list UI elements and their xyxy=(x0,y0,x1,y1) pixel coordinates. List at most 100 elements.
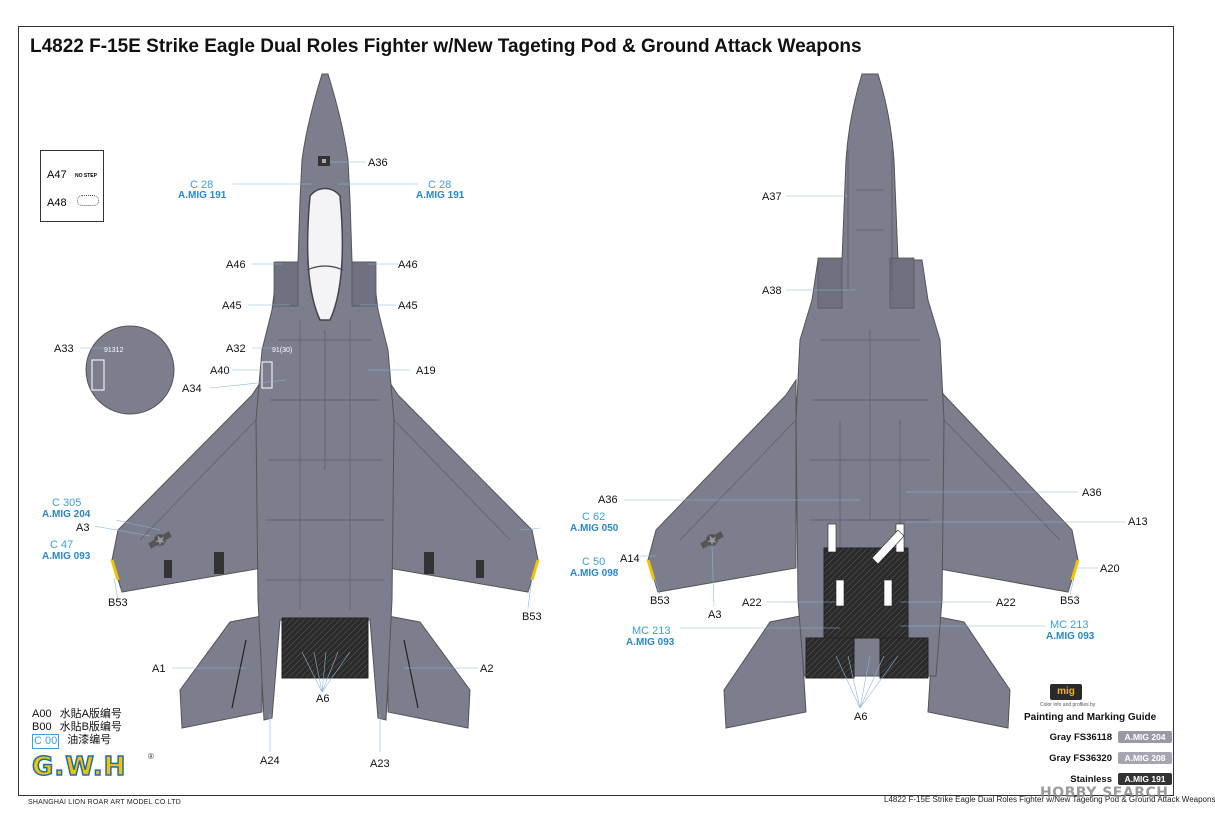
guide-color-name: Gray FS36118 xyxy=(1049,731,1112,743)
leader-lines xyxy=(80,161,1126,752)
callout-c47: C 47 xyxy=(50,539,73,551)
painting-guide: mig Color info and profiles by Painting … xyxy=(1024,684,1172,794)
top-left-intake xyxy=(273,261,299,307)
label-a33: A33 xyxy=(54,343,74,355)
bottom-left-insignia xyxy=(700,531,724,549)
callout-mc213-right: MC 213 xyxy=(1050,619,1089,631)
label-a32: A32 xyxy=(226,343,246,355)
guide-color-name: Gray FS36320 xyxy=(1049,752,1112,764)
footer-company: SHANGHAI LION ROAR ART MODEL CO LTD xyxy=(28,799,181,806)
legend: A00 水貼A版编号 B00 水貼B版编号 C 00 油漆编号 xyxy=(32,708,122,749)
label-a19: A19 xyxy=(416,365,436,377)
callout-mig093-bottom-right: A.MIG 093 xyxy=(1046,631,1095,642)
logo-registered-mark: ® xyxy=(148,752,154,761)
nostep-decal: NO STEP xyxy=(75,173,97,179)
guide-color-swatch: A.MIG 191 xyxy=(1118,773,1172,785)
bottom-right-nozzle xyxy=(879,637,929,679)
label-a46-right: A46 xyxy=(398,259,418,271)
page-title: L4822 F-15E Strike Eagle Dual Roles Figh… xyxy=(30,36,862,57)
label-a45-right: A45 xyxy=(398,300,418,312)
legend-code: C 00 xyxy=(32,734,60,749)
guide-row: Stainless A.MIG 191 xyxy=(1036,773,1172,785)
label-a13: A13 xyxy=(1128,516,1148,528)
label-a37: A37 xyxy=(762,191,782,203)
top-left-stab xyxy=(179,615,263,729)
label-a36-bottom-left: A36 xyxy=(598,494,618,506)
callout-mig204: A.MIG 204 xyxy=(42,509,91,520)
legend-code: B00 xyxy=(32,721,52,733)
label-a36-bottom-right: A36 xyxy=(1082,487,1102,499)
bottom-right-intake xyxy=(889,257,915,309)
bottom-left-intake xyxy=(817,257,843,309)
legend-code: A00 xyxy=(32,708,52,720)
label-a34: A34 xyxy=(182,383,202,395)
bottom-right-stab xyxy=(927,615,1011,729)
label-a45-left: A45 xyxy=(222,300,242,312)
callout-mig093-bottom-left: A.MIG 093 xyxy=(626,637,675,648)
label-a14: A14 xyxy=(620,553,640,565)
label-a22-left: A22 xyxy=(742,597,762,609)
label-a2: A2 xyxy=(480,663,493,675)
callout-mig191-right: A.MIG 191 xyxy=(416,190,465,201)
label-a38: A38 xyxy=(762,285,782,297)
guide-heading: Painting and Marking Guide xyxy=(1024,712,1157,723)
label-a40: A40 xyxy=(210,365,230,377)
label-a36-top: A36 xyxy=(368,157,388,169)
label-b53-bottom-left: B53 xyxy=(650,595,670,607)
top-left-insignia xyxy=(148,531,172,549)
mig-logo: mig xyxy=(1050,684,1082,700)
label-a47: A47 xyxy=(47,169,67,181)
a48-decal-shape xyxy=(77,195,99,206)
legend-row: C 00 油漆编号 xyxy=(32,734,122,749)
bottom-right-wing xyxy=(933,378,1079,593)
footer-title: L4822 F-15E Strike Eagle Dual Roles Figh… xyxy=(884,795,1215,804)
label-a46-left: A46 xyxy=(226,259,246,271)
label-a3-top: A3 xyxy=(76,522,89,534)
a33-stencil: 91312 xyxy=(104,347,124,354)
top-right-intake xyxy=(351,261,377,307)
guide-color-swatch: A.MIG 204 xyxy=(1118,731,1172,743)
legend-row: A00 水貼A版编号 xyxy=(32,708,122,721)
top-view-aircraft: 91312 91(30) xyxy=(85,73,540,729)
label-b53-bottom-right: B53 xyxy=(1060,595,1080,607)
label-b53-top-right: B53 xyxy=(522,611,542,623)
label-b53-top-left: B53 xyxy=(108,597,128,609)
watermark: HOBBY SEARCH xyxy=(1040,785,1169,801)
legend-text: 油漆编号 xyxy=(67,734,112,746)
guide-color-swatch: A.MIG 208 xyxy=(1118,752,1172,764)
label-a48: A48 xyxy=(47,197,67,209)
decal-inset-box: A47 NO STEP A48 xyxy=(40,150,104,222)
guide-row: Gray FS36320 A.MIG 208 xyxy=(1036,752,1172,764)
gwh-logo: G.W.H xyxy=(31,751,127,783)
bottom-left-wing xyxy=(647,378,797,593)
legend-text: 水貼B版编号 xyxy=(59,721,122,733)
bottom-left-stab xyxy=(723,615,807,729)
label-a20: A20 xyxy=(1100,563,1120,575)
top-right-stab xyxy=(387,615,471,729)
guide-credit: Color info and profiles by xyxy=(1040,702,1096,708)
label-a1: A1 xyxy=(152,663,165,675)
callout-c28-left: C 28 xyxy=(190,179,213,191)
label-a6-top: A6 xyxy=(316,693,329,705)
callout-c28-right: C 28 xyxy=(428,179,451,191)
label-a22-right: A22 xyxy=(996,597,1016,609)
guide-row: Gray FS36118 A.MIG 204 xyxy=(1036,731,1172,743)
label-a6-bottom: A6 xyxy=(854,711,867,723)
top-exhaust-bay xyxy=(281,617,369,679)
callout-mig050: A.MIG 050 xyxy=(570,523,619,534)
callout-mc213-left: MC 213 xyxy=(632,625,671,637)
sheet-border xyxy=(18,26,1174,796)
bottom-left-nozzle xyxy=(805,637,855,679)
label-a23: A23 xyxy=(370,758,390,770)
top-right-wing xyxy=(387,378,539,593)
callout-mig093-top: A.MIG 093 xyxy=(42,551,91,562)
callout-c62: C 62 xyxy=(582,511,605,523)
a32-stencil: 91(30) xyxy=(272,347,292,354)
callout-c305: C 305 xyxy=(52,497,81,509)
bottom-view-aircraft xyxy=(646,73,1080,729)
guide-color-name: Stainless xyxy=(1070,773,1112,785)
label-a24: A24 xyxy=(260,755,280,767)
top-inset-circle xyxy=(85,325,175,415)
legend-row: B00 水貼B版编号 xyxy=(32,721,122,734)
